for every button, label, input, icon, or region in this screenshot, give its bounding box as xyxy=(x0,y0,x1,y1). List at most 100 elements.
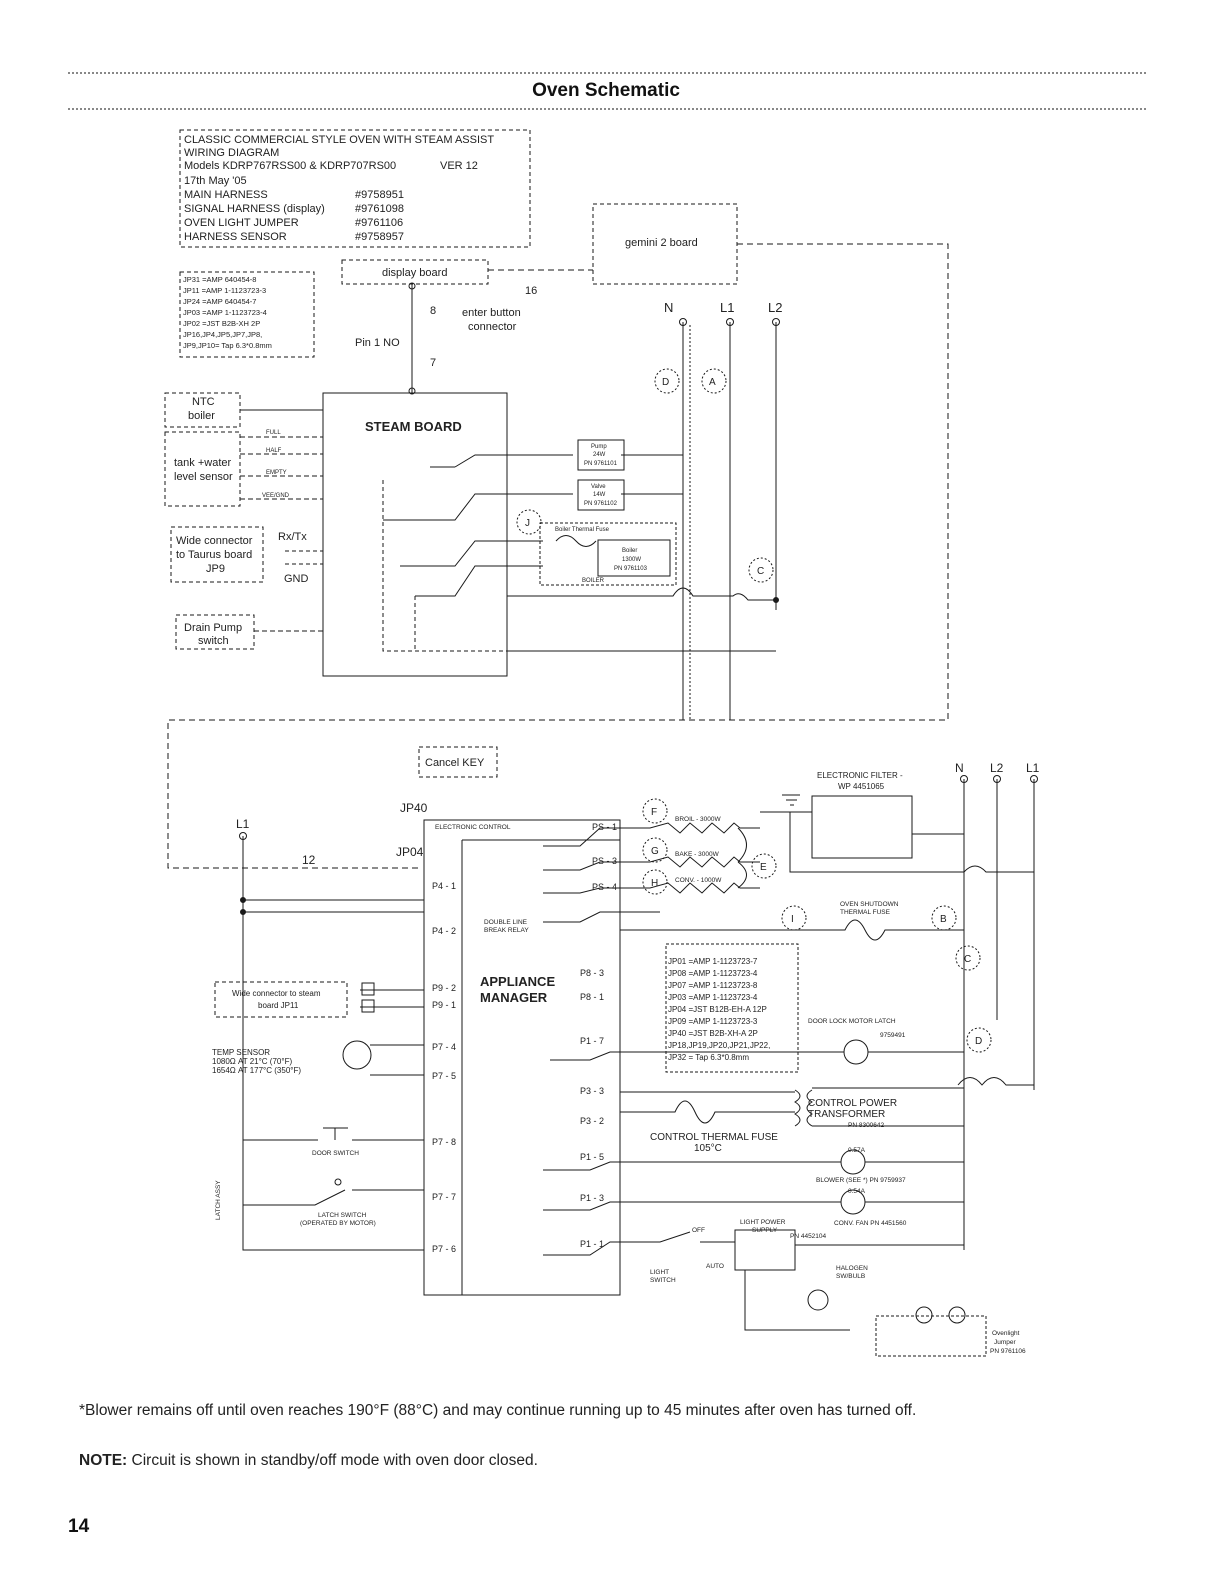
pin-p9-2: P9 - 2 xyxy=(432,983,456,993)
filter-2: WP 4451065 xyxy=(838,782,885,791)
light-power-1: LIGHT POWER xyxy=(740,1219,786,1226)
valve-1: Valve xyxy=(591,484,606,490)
level-empty: EMPTY xyxy=(266,470,287,476)
halogen-2: SW/BULB xyxy=(836,1273,865,1280)
valve-2: 14W xyxy=(593,492,606,498)
pin-ps-3: PS - 3 xyxy=(592,856,617,866)
pin-p7-6: P7 - 6 xyxy=(432,1244,456,1254)
temp-sensor-3: 1654Ω AT 177°C (350°F) xyxy=(212,1066,301,1075)
wide-connector-steam-box xyxy=(214,981,348,1018)
header-line-8: HARNESS SENSOR xyxy=(184,231,287,243)
display-board-box xyxy=(341,259,489,285)
circle-h: H xyxy=(651,878,658,889)
latch-switch-2: (OPERATED BY MOTOR) xyxy=(300,1220,376,1227)
gnd-label: GND xyxy=(284,573,309,585)
valve-3: PN 9761102 xyxy=(584,501,618,507)
appliance-manager-box xyxy=(423,819,621,1296)
conn-list-3: JP07 =AMP 1-1123723-8 xyxy=(668,981,758,990)
pin-p1-7: P1 - 7 xyxy=(580,1036,604,1046)
wide-conn-2: to Taurus board xyxy=(176,549,252,561)
header-line-5: MAIN HARNESS xyxy=(184,189,268,201)
circle-a: A xyxy=(709,377,716,388)
filter-1: ELECTRONIC FILTER - xyxy=(817,771,903,780)
wide-conn-1: Wide connector xyxy=(176,535,253,547)
page-number: 14 xyxy=(68,1516,90,1537)
wide-steam-1: Wide connector to steam xyxy=(232,989,321,998)
conn-line-5: JP02 =JST B2B-XH 2P xyxy=(183,319,260,328)
appliance-label-2: MANAGER xyxy=(480,990,548,1005)
tank-sensor-box xyxy=(164,431,241,507)
pin-p8-3: P8 - 3 xyxy=(580,968,604,978)
circle-d2: D xyxy=(975,1036,982,1047)
circle-e: E xyxy=(760,862,767,873)
light-switch-1: LIGHT xyxy=(650,1269,669,1276)
wide-conn-3: JP9 xyxy=(206,563,225,575)
pin-p3-2: P3 - 2 xyxy=(580,1116,604,1126)
wide-steam-2: board JP11 xyxy=(258,1001,299,1010)
control-fuse-2: 105°C xyxy=(694,1143,722,1154)
double-line-1: DOUBLE LINE xyxy=(484,919,528,926)
boiler-2: 1300W xyxy=(622,557,641,563)
circle-g: G xyxy=(651,846,659,857)
pump-1: Pump xyxy=(591,444,607,450)
halogen-1: HALOGEN xyxy=(836,1265,868,1272)
main-n: N xyxy=(664,300,673,315)
pin-p7-5: P7 - 5 xyxy=(432,1071,456,1081)
conn-list-7: JP40 =JST B2B-XH-A 2P xyxy=(668,1029,758,1038)
door-lock-label: DOOR LOCK MOTOR LATCH xyxy=(808,1018,896,1025)
conn-list-8: JP18,JP19,JP20,JP21,JP22, xyxy=(668,1041,770,1050)
jumper-1: Ovenlight xyxy=(992,1330,1020,1337)
connector-label: connector xyxy=(468,321,517,333)
note-text: Circuit is shown in standby/off mode wit… xyxy=(127,1452,538,1469)
drain-pump-2: switch xyxy=(198,635,229,647)
header-pn-4: #9758957 xyxy=(355,231,404,243)
header-line-6: SIGNAL HARNESS (display) xyxy=(184,203,325,215)
element-conv: CONV. - 1000W xyxy=(675,877,722,884)
tank-label-2: level sensor xyxy=(174,471,233,483)
circle-i: I xyxy=(791,914,794,925)
pin-ps-4: PS - 4 xyxy=(592,882,617,892)
valve-box xyxy=(577,479,625,511)
conn-list-9: JP32 = Tap 6.3*0.8mm xyxy=(668,1053,749,1062)
gemini-board-label: gemini 2 board xyxy=(625,237,698,249)
rxtx-label: Rx/Tx xyxy=(278,531,307,543)
shutdown-1: OVEN SHUTDOWN xyxy=(840,901,899,908)
conn-line-2: JP11 =AMP 1-1123723-3 xyxy=(183,286,266,295)
pin-p7-8: P7 - 8 xyxy=(432,1137,456,1147)
circle-b: B xyxy=(940,914,947,925)
circle-f: F xyxy=(651,807,657,818)
pump-3: PN 9761101 xyxy=(584,461,618,467)
header-line-3: Models KDRP767RSS00 & KDRP707RS00 xyxy=(184,160,396,172)
temp-sensor-1: TEMP SENSOR xyxy=(212,1048,270,1057)
level-half: HALF xyxy=(266,448,282,454)
boiler-1: Boiler xyxy=(622,548,637,554)
latch-assy-label: LATCH ASSY xyxy=(215,1180,222,1220)
pump-2: 24W xyxy=(593,452,606,458)
door-switch-label: DOOR SWITCH xyxy=(312,1150,359,1157)
l1-left-label: L1 xyxy=(236,817,250,831)
conn-line-3: JP24 =AMP 640454-7 xyxy=(183,297,256,306)
element-broil: BROIL - 3000W xyxy=(675,816,722,823)
enter-button-label: enter button xyxy=(462,307,521,319)
conn-list-5: JP04 =JST B12B-EH-A 12P xyxy=(668,1005,767,1014)
level-full: FULL xyxy=(266,430,281,436)
transformer-pn: PN 8300642 xyxy=(848,1122,885,1129)
wire-12: 12 xyxy=(302,853,316,867)
pin-p3-3: P3 - 3 xyxy=(580,1086,604,1096)
ntc-label: NTC xyxy=(192,396,215,408)
header-info-box xyxy=(179,129,531,248)
pin-p8-1: P8 - 1 xyxy=(580,992,604,1002)
connector-list-box xyxy=(665,943,799,1073)
note: NOTE: Circuit is shown in standby/off mo… xyxy=(79,1452,538,1470)
footnote: *Blower remains off until oven reaches 1… xyxy=(79,1402,917,1419)
boiler-word: BOILER xyxy=(582,578,605,584)
door-lock-pn: 9759491 xyxy=(880,1032,906,1039)
electronic-control: ELECTRONIC CONTROL xyxy=(435,824,511,831)
steam-board-label: STEAM BOARD xyxy=(365,419,462,434)
title-rule xyxy=(68,108,1146,110)
display-board-label: display board xyxy=(382,267,447,279)
light-off: OFF xyxy=(692,1227,705,1234)
header-line-2: WIRING DIAGRAM xyxy=(184,147,279,159)
cancel-key-label: Cancel KEY xyxy=(425,757,485,769)
wide-connector-box xyxy=(170,526,264,583)
